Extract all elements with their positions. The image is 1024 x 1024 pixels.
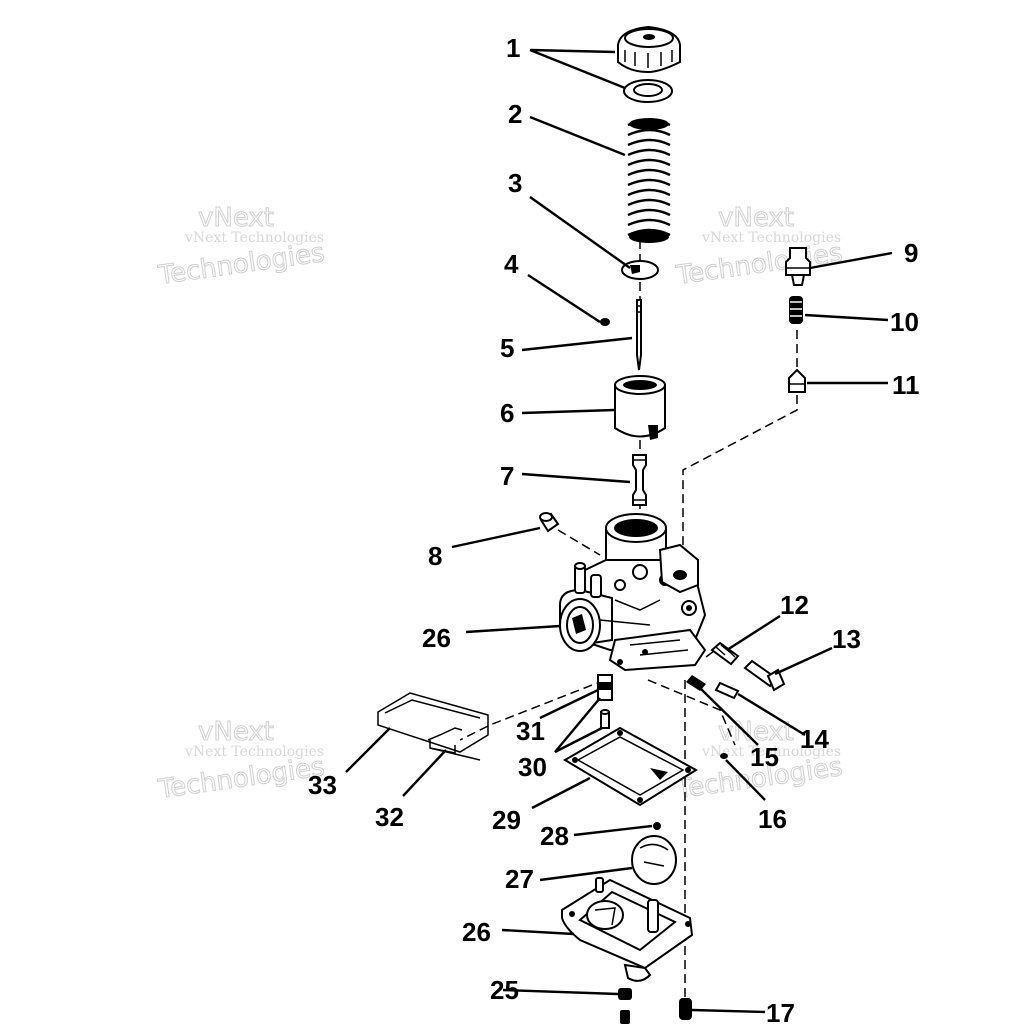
callout-9: 9 [904,238,918,268]
part-retainer-plate [621,260,659,280]
callout-2: 2 [508,99,522,129]
callout-6: 6 [500,398,514,428]
callout-5: 5 [500,333,514,363]
leader-lines [345,48,893,1014]
part-plug [653,822,661,830]
part-idle-spring [710,641,740,666]
callout-28: 28 [540,821,569,851]
part-fitting [785,247,811,286]
callout-10: 10 [890,307,919,337]
part-idle-screw [743,659,786,692]
callout-25: 25 [490,975,519,1005]
part-drain-plug [618,988,632,1024]
callout-30: 30 [518,752,547,782]
part-clip [600,318,610,326]
part-small-washer [720,753,728,759]
callout-15: 15 [750,742,779,772]
watermark-line: vNext Technologies [701,230,841,246]
callout-11: 11 [892,370,920,400]
part-plunger [788,368,806,393]
part-float [631,835,677,885]
part-small-spring [789,296,803,324]
callout-27: 27 [505,864,534,894]
part-main-jet [597,674,613,701]
callout-14: 14 [800,724,829,754]
part-spring [627,118,671,243]
part-bracket [377,692,489,761]
watermark-bottom-left: vNext vNext Technologies Technologies [155,717,327,806]
watermark-top-right: vNext vNext Technologies Technologies [673,203,845,292]
part-needle [636,299,642,371]
callout-33: 33 [308,770,337,800]
part-throttle-slide [614,375,666,440]
part-cap [617,25,681,74]
callout-13: 13 [832,624,861,654]
part-carburetor-body [559,513,707,672]
watermark-brand: vNext [198,717,274,747]
callout-1: 1 [506,33,520,63]
callout-8: 8 [428,541,442,571]
part-bolt [679,998,692,1020]
callout-32: 32 [375,802,404,832]
callout-4: 4 [504,249,519,279]
part-gasket [563,726,698,807]
part-pilot-screw [714,681,740,700]
watermark-line: vNext Technologies [701,744,841,760]
callout-7: 7 [500,461,514,491]
watermark-line: vNext Technologies [184,230,324,246]
part-needle-jet [632,454,647,506]
callout-17: 17 [766,998,795,1024]
callout-3: 3 [508,168,522,198]
part-small-cap [539,512,560,533]
watermark-brand: vNext [718,203,794,233]
callout-26-bowl: 26 [462,917,491,947]
watermark-top-left: vNext vNext Technologies Technologies [155,203,327,292]
part-pilot-jet [600,709,610,729]
callout-12: 12 [780,590,809,620]
watermark-line: vNext Technologies [184,744,324,760]
callout-29: 29 [492,805,521,835]
part-pilot-spring [686,675,706,691]
callout-31: 31 [516,716,545,746]
part-float-bowl [561,877,694,982]
part-washer [623,79,673,103]
callout-26-body: 26 [422,623,451,653]
watermark-brand: vNext [198,203,274,233]
callout-labels: 1 2 3 4 5 6 7 8 9 10 11 12 13 14 15 16 1… [308,33,920,1024]
callout-16: 16 [758,804,787,834]
